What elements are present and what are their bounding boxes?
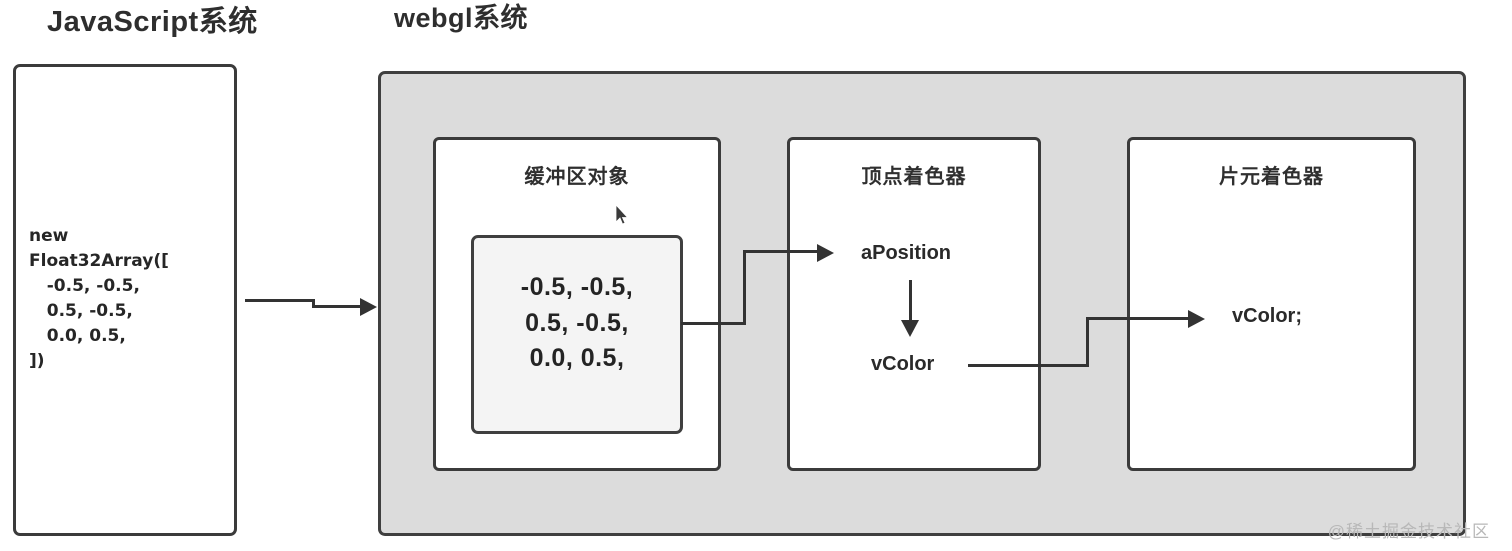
connector-js-to-webgl-segment-2 bbox=[312, 305, 362, 308]
vertex-shader-box: 顶点着色器 bbox=[787, 137, 1041, 471]
buffer-data-box: -0.5, -0.5, 0.5, -0.5, 0.0, 0.5, bbox=[471, 235, 683, 434]
arrowhead-vcolor-to-fragment bbox=[1188, 310, 1205, 328]
a-position-label: aPosition bbox=[861, 242, 952, 264]
connector-js-to-webgl-jog bbox=[312, 299, 315, 308]
connector-vcolor-to-fragment-riser bbox=[1086, 317, 1089, 367]
connector-buffer-to-aposition-segment-1 bbox=[681, 322, 746, 325]
mouse-cursor-icon bbox=[615, 205, 629, 225]
watermark-text: @稀土掘金技术社区 bbox=[1327, 522, 1490, 541]
arrowhead-aposition-to-vcolor bbox=[901, 320, 919, 337]
connector-vcolor-to-fragment-segment-1 bbox=[968, 364, 1088, 367]
connector-aposition-to-vcolor bbox=[909, 280, 912, 323]
fragment-shader-title: 片元着色器 bbox=[1219, 166, 1324, 188]
connector-buffer-to-aposition-riser bbox=[743, 250, 746, 325]
fragment-shader-box: 片元着色器 bbox=[1127, 137, 1416, 471]
javascript-code-block: new Float32Array([ -0.5, -0.5, 0.5, -0.5… bbox=[29, 226, 169, 371]
v-color-input-label: vColor; bbox=[1232, 305, 1302, 327]
connector-vcolor-to-fragment-segment-2 bbox=[1086, 317, 1190, 320]
connector-js-to-webgl-segment-1 bbox=[245, 299, 315, 302]
arrowhead-buffer-to-aposition bbox=[817, 244, 834, 262]
buffer-object-title: 缓冲区对象 bbox=[524, 166, 630, 188]
connector-buffer-to-aposition-segment-2 bbox=[743, 250, 819, 253]
javascript-system-title: JavaScript系统 bbox=[47, 6, 258, 38]
v-color-output-label: vColor bbox=[871, 353, 935, 375]
webgl-system-title: webgl系统 bbox=[394, 3, 529, 33]
arrowhead-js-to-webgl bbox=[360, 298, 377, 316]
buffer-data-values: -0.5, -0.5, 0.5, -0.5, 0.0, 0.5, bbox=[520, 273, 634, 372]
vertex-shader-title: 顶点着色器 bbox=[861, 166, 967, 188]
javascript-system-panel bbox=[13, 64, 237, 536]
